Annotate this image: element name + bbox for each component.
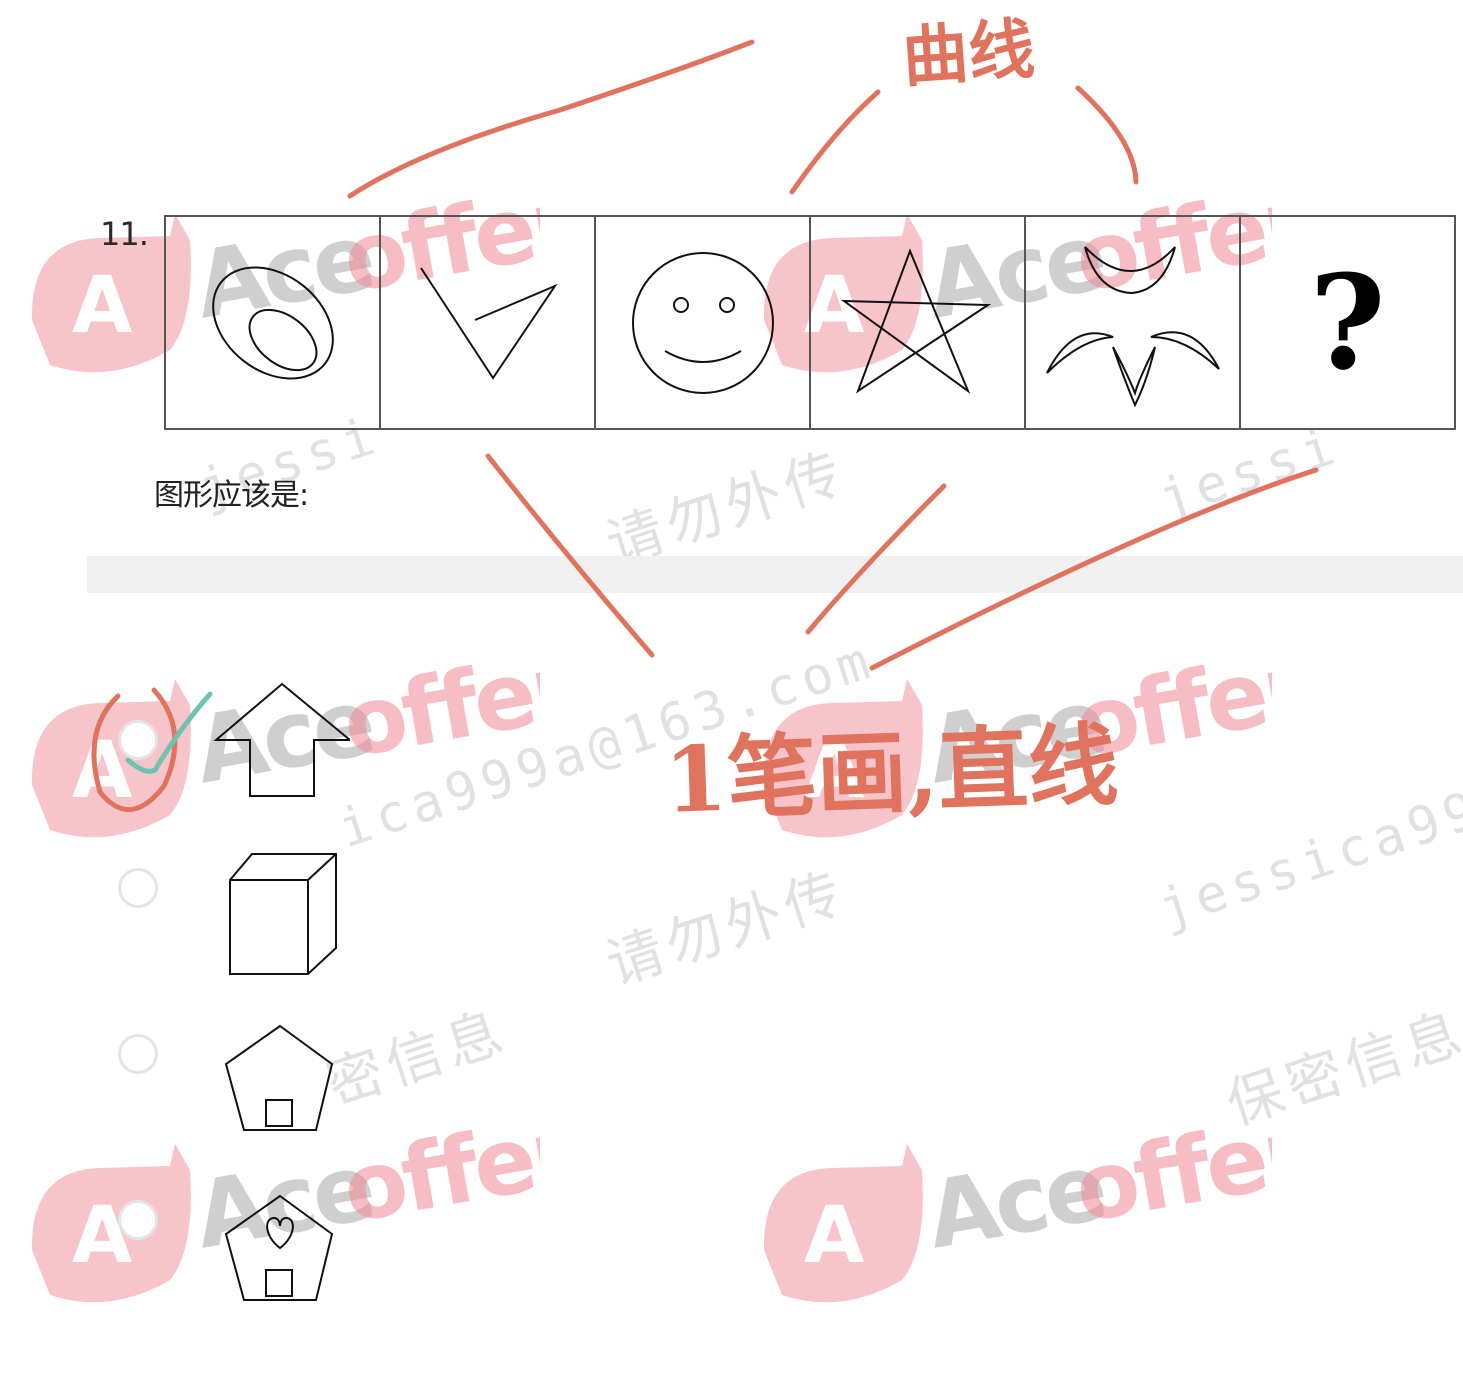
- sequence-cell-2: [379, 217, 594, 428]
- smiley-face-figure: [631, 251, 774, 394]
- pentagram-figure: [840, 247, 991, 394]
- selection-circle: [91, 687, 178, 812]
- four-crescents-figure: [1045, 245, 1220, 407]
- answer-option-a[interactable]: [110, 680, 370, 810]
- pentagon-house-heart-figure: [224, 1194, 334, 1301]
- sequence-cell-5: [1024, 217, 1239, 428]
- annotation-label-top: 曲线: [899, 9, 1037, 97]
- annotation-stroke: [1075, 85, 1139, 185]
- option-radio-a[interactable]: [118, 720, 158, 760]
- answer-option-c[interactable]: [110, 1020, 370, 1150]
- option-radio-c[interactable]: [118, 1034, 158, 1074]
- arrow-up-figure: [213, 682, 350, 797]
- check-mark-icon: [125, 691, 213, 774]
- nested-ellipses-figure: [211, 265, 334, 380]
- sequence-cell-4: [809, 217, 1024, 428]
- question-number: 11.: [100, 215, 149, 253]
- sequence-cell-6: ?: [1239, 217, 1454, 428]
- option-radio-d[interactable]: [118, 1200, 158, 1240]
- annotation-stroke: [347, 39, 755, 199]
- section-divider: [87, 556, 1463, 593]
- pentagon-house-figure: [224, 1024, 334, 1131]
- annotation-stroke: [789, 89, 881, 195]
- answer-option-d[interactable]: [110, 1190, 370, 1320]
- open-triangle-lines-figure: [419, 266, 558, 380]
- sequence-cell-1: [166, 217, 379, 428]
- question-prompt: 图形应该是:: [154, 478, 309, 513]
- annotation-stroke: [869, 467, 1319, 671]
- sequence-cell-3: [594, 217, 809, 428]
- answer-option-b[interactable]: [110, 850, 370, 980]
- cube-figure: [229, 853, 337, 975]
- annotation-stroke: [485, 453, 655, 658]
- annotation-label-bottom: 1笔画,直线: [662, 712, 1120, 834]
- annotation-stroke: [805, 483, 947, 635]
- option-radio-b[interactable]: [118, 868, 158, 908]
- question-mark-figure: ?: [1309, 245, 1386, 399]
- figure-sequence-strip: ?: [164, 215, 1456, 430]
